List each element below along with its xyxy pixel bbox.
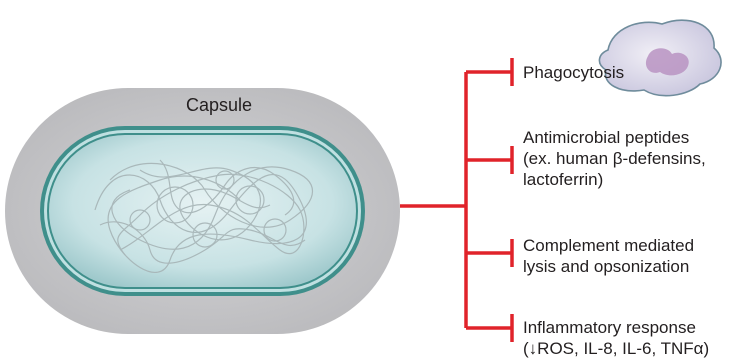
label-line: Phagocytosis [523,62,624,83]
macrophage-cell-icon [599,20,721,96]
label-line: (ex. human β-defensins, [523,148,706,169]
inhibition-bracket-icon [400,58,512,342]
label-phagocytosis: Phagocytosis [523,62,624,83]
label-line: Antimicrobial peptides [523,127,706,148]
label-line: lactoferrin) [523,169,706,190]
cytoplasm [48,134,357,288]
label-line: lysis and opsonization [523,256,694,277]
label-line: (↓ROS, IL-8, IL-6, TNFα) [523,338,709,359]
label-antimicrobial-peptides: Antimicrobial peptides (ex. human β-defe… [523,127,706,190]
capsule-label: Capsule [186,95,252,116]
bacterium-capsule-icon [5,88,400,334]
label-complement: Complement mediated lysis and opsonizati… [523,235,694,277]
label-line: Complement mediated [523,235,694,256]
label-inflammatory-response: Inflammatory response (↓ROS, IL-8, IL-6,… [523,317,709,359]
label-line: Inflammatory response [523,317,709,338]
